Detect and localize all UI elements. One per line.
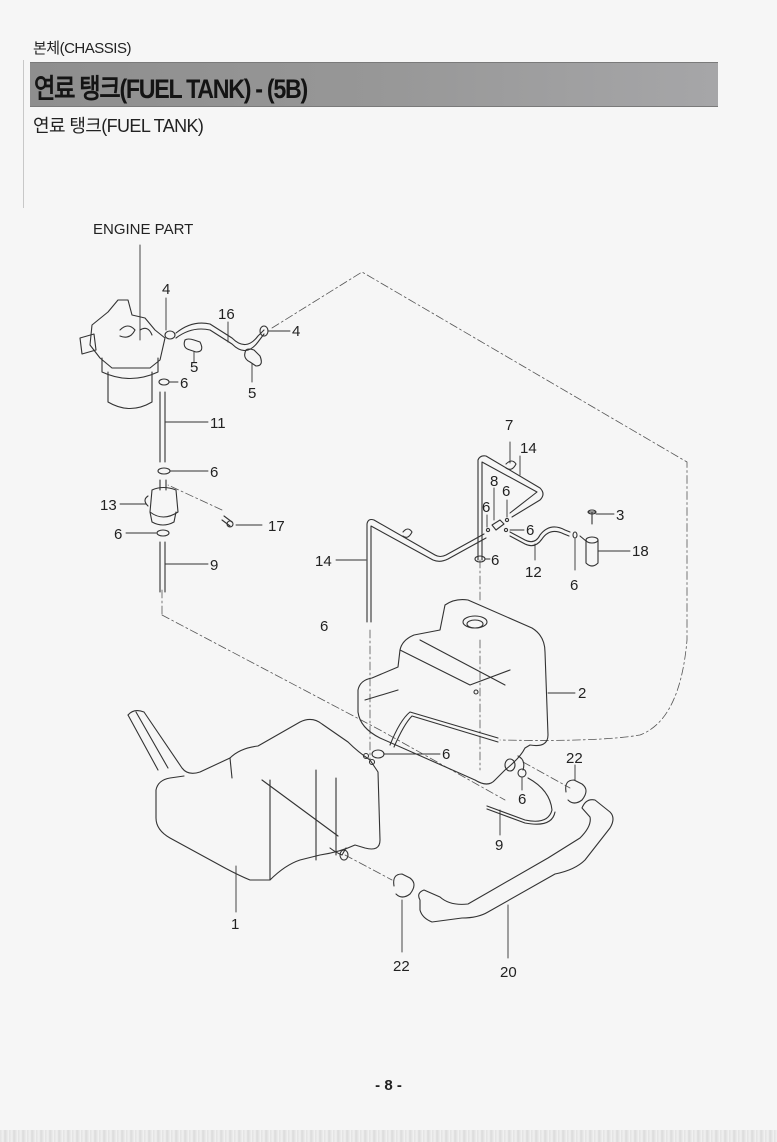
callout-6: 6 xyxy=(114,526,122,543)
fuel-tank-1 xyxy=(127,709,381,913)
title-banner: 연료 탱크(FUEL TANK) - (5B) xyxy=(30,62,718,107)
callout-5: 5 xyxy=(248,385,256,402)
callout-1: 1 xyxy=(231,916,239,933)
margin-rule xyxy=(23,60,24,208)
callout-4: 4 xyxy=(292,323,300,340)
routing-lines xyxy=(161,271,688,881)
callout-6: 6 xyxy=(482,499,490,516)
clamp-22b xyxy=(393,873,415,953)
fuel-pipe-14 xyxy=(335,441,544,623)
callout-5: 5 xyxy=(190,359,198,376)
callout-11: 11 xyxy=(210,415,226,432)
fuel-tank-2 xyxy=(357,599,576,785)
callout-8: 8 xyxy=(490,473,498,490)
fuel-pump-13 xyxy=(119,479,263,593)
callout-7: 7 xyxy=(505,417,513,434)
callout-3: 3 xyxy=(616,507,624,524)
callout-6: 6 xyxy=(320,618,328,635)
clamp-22a xyxy=(565,764,587,804)
callout-9: 9 xyxy=(210,557,218,574)
callout-4: 4 xyxy=(162,281,170,298)
hose-20 xyxy=(418,799,614,959)
callout-6: 6 xyxy=(526,522,534,539)
callout-14: 14 xyxy=(315,553,332,570)
engine-part-label: ENGINE PART xyxy=(93,221,193,238)
clip-5b xyxy=(244,348,262,383)
clip-5a xyxy=(183,338,203,363)
tube-11 xyxy=(157,378,209,475)
fuel-filter-18 xyxy=(579,509,631,567)
callout-6: 6 xyxy=(570,577,578,594)
scan-artifact-strip xyxy=(0,1130,777,1142)
engine-fuel-filter xyxy=(79,244,176,410)
tee-joint-8 xyxy=(474,487,525,563)
tube-9-lower xyxy=(486,758,556,836)
callout-9: 9 xyxy=(495,837,503,854)
diagram-subtitle: 연료 탱크(FUEL TANK) xyxy=(33,116,204,136)
callout-13: 13 xyxy=(100,497,117,514)
callout-2: 2 xyxy=(578,685,586,702)
callout-6: 6 xyxy=(502,483,510,500)
callout-22: 22 xyxy=(393,958,410,975)
callout-12: 12 xyxy=(525,564,542,581)
callout-6: 6 xyxy=(442,746,450,763)
callout-20: 20 xyxy=(500,964,517,981)
hose-16 xyxy=(175,321,291,352)
callout-22: 22 xyxy=(566,750,583,767)
callout-6: 6 xyxy=(491,552,499,569)
callout-17: 17 xyxy=(268,518,285,535)
callout-16: 16 xyxy=(218,306,235,323)
banner-title: 연료 탱크(FUEL TANK) - (5B) xyxy=(34,74,308,104)
callout-6: 6 xyxy=(518,791,526,808)
callout-14: 14 xyxy=(520,440,537,457)
section-heading: 본체(CHASSIS) xyxy=(33,40,131,57)
callout-labels: ENGINE PART 4 16 4 5 5 6 11 6 13 17 6 9 … xyxy=(93,221,649,981)
callout-6: 6 xyxy=(180,375,188,392)
hose-12 xyxy=(509,526,578,571)
page-number: - 8 - xyxy=(375,1077,402,1094)
callout-6: 6 xyxy=(210,464,218,481)
hose-clamp-6 xyxy=(362,749,441,766)
callout-18: 18 xyxy=(632,543,649,560)
